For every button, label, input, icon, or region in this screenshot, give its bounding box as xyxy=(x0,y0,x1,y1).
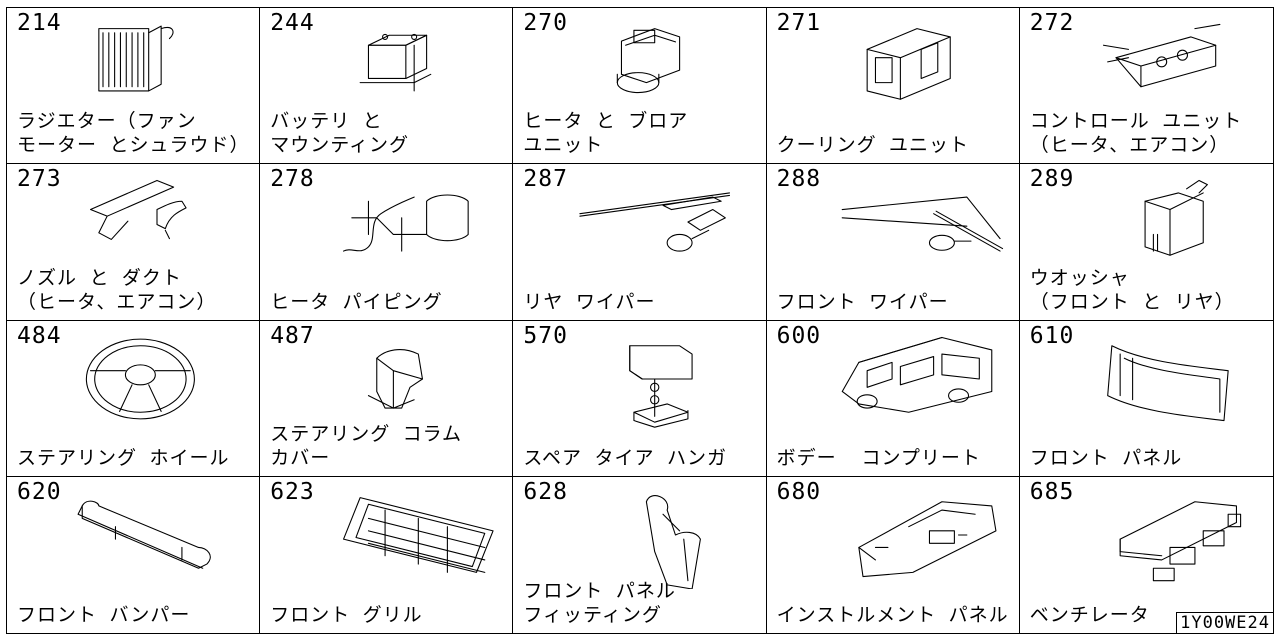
part-label: リヤ ワイパー xyxy=(523,290,656,313)
cooling-unit-icon xyxy=(866,28,951,100)
part-cell-288[interactable]: 288 フロント ワイパー xyxy=(766,164,1020,321)
part-cell-270[interactable]: 270 ヒータ と ブロア ユニット xyxy=(513,8,767,165)
part-code: 273 xyxy=(17,166,62,193)
radiator-icon xyxy=(98,25,174,92)
part-cell-623[interactable]: 623 フロント グリル xyxy=(260,476,514,633)
document-id: 1Y00WE24 xyxy=(1176,612,1273,633)
part-code: 484 xyxy=(17,322,62,349)
part-code: 270 xyxy=(523,10,568,36)
front-bumper-icon xyxy=(77,500,211,569)
washer-icon xyxy=(1144,180,1208,257)
battery-icon xyxy=(359,33,432,92)
part-cell-600[interactable]: 600 ボデー コンプリート xyxy=(766,320,1020,477)
body-complete-icon xyxy=(841,336,992,413)
ventilator-icon xyxy=(1119,500,1241,581)
part-code: 287 xyxy=(523,166,568,193)
part-cell-273[interactable]: 273 ノズル と ダクト （ヒータ、エアコン） xyxy=(7,164,261,321)
part-code: 623 xyxy=(270,478,315,505)
part-label: ウオッシャ （フロント と リヤ） xyxy=(1029,266,1235,313)
part-cell-287[interactable]: 287 リヤ ワイパー xyxy=(513,164,767,321)
part-label: フロント グリル xyxy=(270,604,423,626)
part-label: フロント パネル xyxy=(1029,446,1183,469)
column-cover-icon xyxy=(368,348,424,409)
parts-catalog-grid: 214 ラジエター（ファン モーター とシュラウド） 244 バッテリ と マウンティ… xyxy=(6,7,1274,634)
part-label: ヒータ と ブロア ユニット xyxy=(523,110,689,157)
part-code: 680 xyxy=(776,478,822,505)
part-code: 271 xyxy=(776,10,822,36)
part-label: スペア タイア ハンガ xyxy=(523,446,727,469)
rear-wiper-icon xyxy=(579,192,731,252)
part-label: ヒータ パイピング xyxy=(270,290,443,313)
part-label: ステアリング ホイール xyxy=(17,446,230,469)
part-cell-628[interactable]: 628 フロント パネル フィッティング xyxy=(513,476,767,633)
part-code: 570 xyxy=(523,322,568,349)
part-cell-680[interactable]: 680 インストルメント パネル xyxy=(767,476,1020,633)
heater-piping-icon xyxy=(343,194,469,252)
heater-blower-icon xyxy=(617,28,681,94)
part-code: 288 xyxy=(776,166,822,193)
part-code: 487 xyxy=(270,322,315,349)
part-code: 214 xyxy=(17,10,62,36)
part-label: ラジエター（ファン モーター とシュラウド） xyxy=(17,110,250,157)
instrument-panel-icon xyxy=(857,500,997,577)
front-panel-icon xyxy=(1106,344,1229,421)
part-label: フロント ワイパー xyxy=(776,290,949,313)
part-code: 600 xyxy=(776,322,822,349)
part-label: ボデー コンプリート xyxy=(776,446,981,469)
part-code: 685 xyxy=(1029,478,1075,505)
part-label: クーリング ユニット xyxy=(776,134,970,157)
part-cell-487[interactable]: 487 ステアリング コラム カバー xyxy=(260,320,514,477)
part-code: 244 xyxy=(270,10,315,36)
part-cell-271[interactable]: 271 クーリング ユニット xyxy=(766,8,1020,165)
front-grille-icon xyxy=(343,496,494,573)
front-wiper-icon xyxy=(841,196,1003,252)
part-code: 278 xyxy=(270,166,315,193)
part-cell-272[interactable]: 272 コントロール ユニット （ヒータ、エアコン） xyxy=(1019,8,1273,165)
part-cell-685[interactable]: 685 ベンチレータ xyxy=(1020,477,1273,633)
part-label: フロント バンパー xyxy=(17,604,191,626)
nozzle-duct-icon xyxy=(89,180,187,241)
part-code: 628 xyxy=(523,478,568,505)
spare-tire-hanger-icon xyxy=(629,344,694,428)
panel-fitting-icon xyxy=(646,494,702,589)
part-label: コントロール ユニット （ヒータ、エアコン） xyxy=(1029,110,1243,157)
part-cell-289[interactable]: 289 ウオッシャ （フロント と リヤ） xyxy=(1019,164,1273,321)
part-label: フロント パネル フィッティング xyxy=(523,580,676,626)
part-code: 610 xyxy=(1029,322,1075,349)
part-cell-484[interactable]: 484 ステアリング ホイール xyxy=(7,320,261,477)
part-code: 272 xyxy=(1029,10,1075,36)
part-label: ステアリング コラム カバー xyxy=(270,422,463,469)
part-cell-570[interactable]: 570 スペア タイア ハンガ xyxy=(513,320,767,477)
part-cell-244[interactable]: 244 バッテリ と マウンティング xyxy=(260,8,514,165)
steering-wheel-icon xyxy=(85,338,195,419)
part-label: バッテリ と マウンティング xyxy=(270,110,410,157)
part-cell-214[interactable]: 214 ラジエター（ファン モーター とシュラウド） xyxy=(7,8,261,165)
part-label: ノズル と ダクト （ヒータ、エアコン） xyxy=(17,266,217,313)
part-cell-278[interactable]: 278 ヒータ パイピング xyxy=(260,164,514,321)
part-cell-620[interactable]: 620 フロント バンパー xyxy=(7,476,261,633)
part-code: 289 xyxy=(1029,166,1075,193)
control-unit-icon xyxy=(1102,23,1221,88)
part-label: インストルメント パネル xyxy=(776,604,1009,626)
part-code: 620 xyxy=(17,478,62,505)
part-cell-610[interactable]: 610 フロント パネル xyxy=(1019,321,1273,477)
part-label: ベンチレータ xyxy=(1029,604,1150,626)
